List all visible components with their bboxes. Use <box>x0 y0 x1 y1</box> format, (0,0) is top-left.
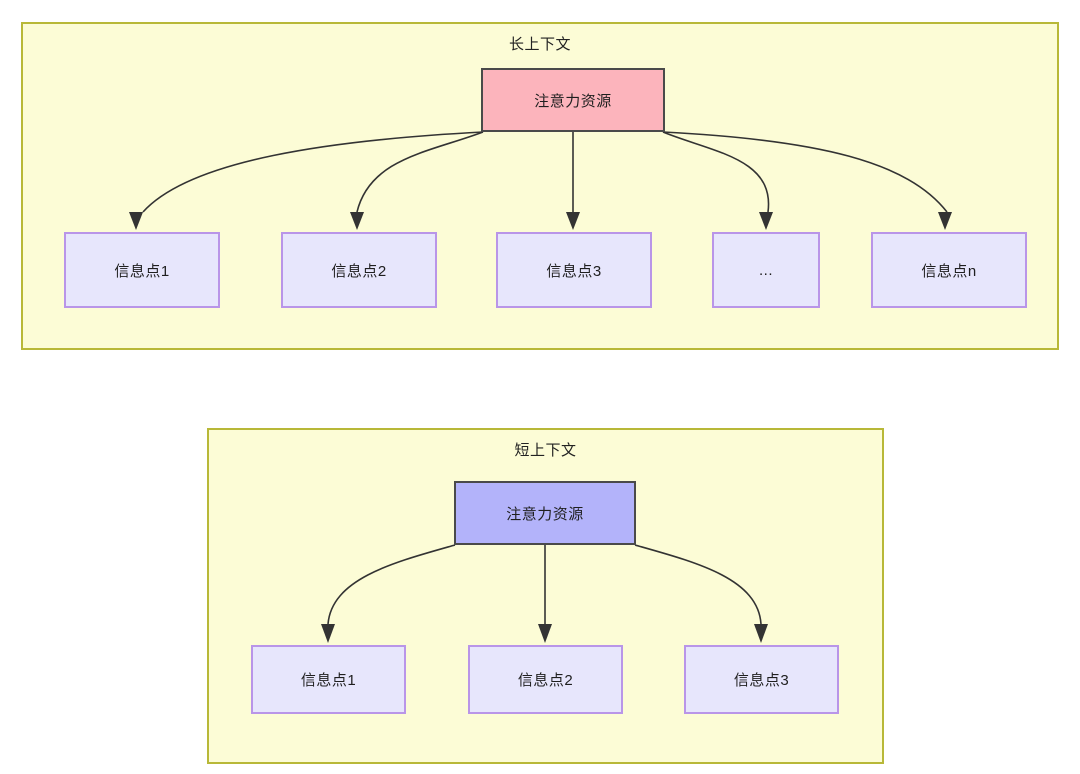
node-label: 信息点3 <box>733 672 790 689</box>
node-info-point-3-long[interactable]: 信息点3 <box>496 232 652 308</box>
node-label: 信息点1 <box>300 672 357 689</box>
node-label: ... <box>758 261 773 279</box>
node-info-point-1-long[interactable]: 信息点1 <box>64 232 220 308</box>
node-label: 信息点n <box>921 262 977 280</box>
node-label: 注意力资源 <box>506 505 584 523</box>
panel-long-context-title: 长上下文 <box>508 36 571 53</box>
node-label: 信息点3 <box>546 262 602 280</box>
node-attention-resource-short[interactable]: 注意力资源 <box>454 481 636 545</box>
node-label: 信息点1 <box>114 262 170 280</box>
node-attention-resource-long[interactable]: 注意力资源 <box>481 68 665 132</box>
node-info-point-2-short[interactable]: 信息点2 <box>468 645 623 714</box>
node-label: 信息点2 <box>331 262 387 280</box>
node-label: 信息点2 <box>517 672 574 689</box>
node-info-point-ellipsis-long[interactable]: ... <box>712 232 820 308</box>
node-info-point-n-long[interactable]: 信息点n <box>871 232 1027 308</box>
node-info-point-3-short[interactable]: 信息点3 <box>684 645 839 714</box>
node-info-point-2-long[interactable]: 信息点2 <box>281 232 437 308</box>
node-label: 注意力资源 <box>534 92 612 110</box>
panel-short-context-title: 短上下文 <box>514 442 577 459</box>
node-info-point-1-short[interactable]: 信息点1 <box>251 645 406 714</box>
